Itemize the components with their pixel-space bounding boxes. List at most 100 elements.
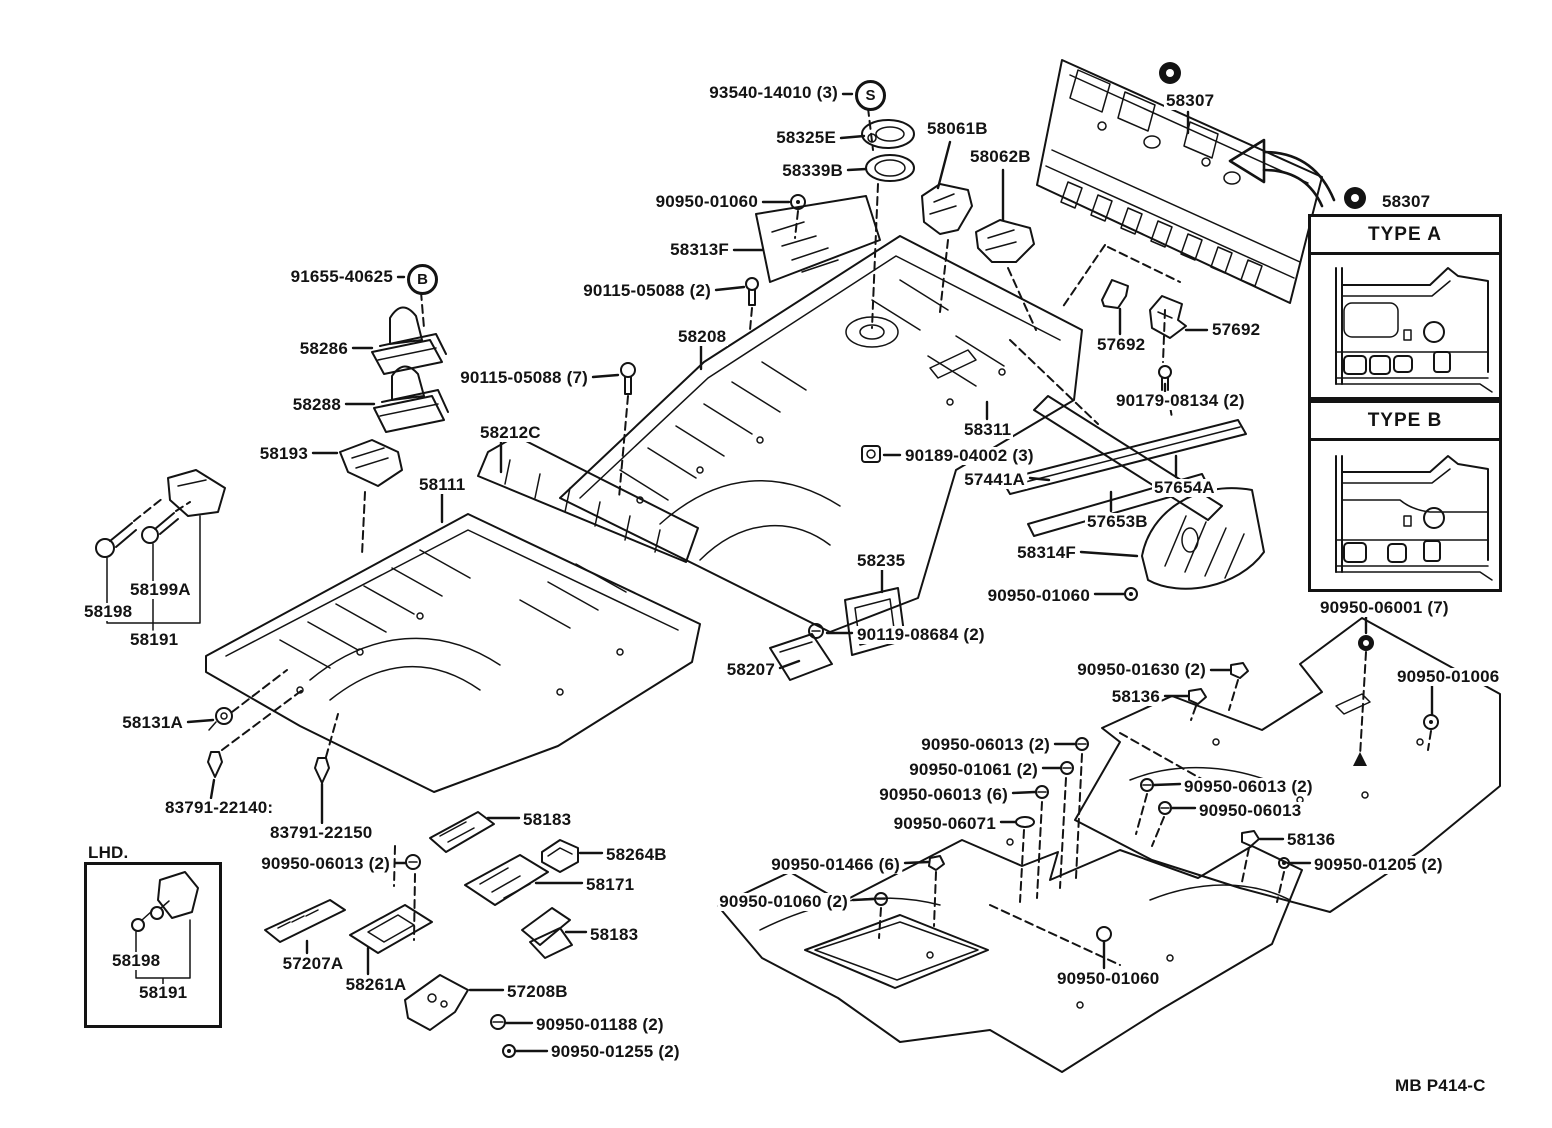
center-floor-pan-art: [559, 235, 1083, 633]
type-a-header: TYPE A: [1311, 217, 1499, 255]
part-label-58339b: 58339B: [780, 161, 845, 180]
part-label-lhd: LHD.: [86, 843, 131, 862]
part-label-57207a: 57207A: [280, 954, 346, 973]
b-symbol: B: [407, 264, 438, 295]
part-label-90950-01060: 90950-01060: [1055, 969, 1162, 988]
part-label-90950-01630-2: 90950-01630 (2): [1075, 660, 1208, 679]
part-label-90950-01060: 90950-01060: [985, 586, 1092, 605]
part-label-58307: 58307: [1164, 91, 1217, 110]
part-label-58207: 58207: [724, 660, 777, 679]
part-label-57653b: 57653B: [1085, 512, 1150, 531]
leader-line: [1152, 782, 1182, 787]
part-label-58264b: 58264B: [604, 845, 669, 864]
part-label-58183: 58183: [588, 925, 641, 944]
type-b-inset-art: [1335, 455, 1493, 581]
part-label-58288: 58288: [290, 395, 343, 414]
leader-line: [209, 778, 216, 800]
part-label-90950-06013-2: 90950-06013 (2): [259, 854, 392, 873]
part-label-90950-06071: 90950-06071: [891, 814, 998, 833]
part-label-58171: 58171: [584, 875, 637, 894]
type-b-header: TYPE B: [1311, 403, 1499, 441]
leader-line: [186, 718, 215, 724]
rear-panel-art: [1036, 59, 1366, 304]
part-label-90950-06013-6: 90950-06013 (6): [877, 785, 1010, 804]
part-label-90950-01255-2: 90950-01255 (2): [549, 1042, 682, 1061]
front-floor-pan-art: [205, 513, 701, 793]
part-label-58062b: 58062B: [968, 147, 1033, 166]
s-symbol: S: [855, 80, 886, 111]
part-label-58193: 58193: [257, 444, 310, 463]
part-label-58208: 58208: [676, 327, 729, 346]
part-label-57441a: 57441A: [962, 470, 1027, 489]
part-label-90950-06013-2: 90950-06013 (2): [1182, 777, 1315, 796]
type-b-inset-box: TYPE B: [1308, 400, 1502, 592]
leader-line: [591, 373, 620, 379]
part-label-90179-08134-2: 90179-08134 (2): [1114, 391, 1247, 410]
part-label-90950-06001-7: 90950-06001 (7): [1318, 598, 1451, 617]
part-label-58111: 58111: [417, 475, 468, 494]
part-label-58313f: 58313F: [668, 240, 731, 259]
leader-line: [714, 285, 746, 292]
part-label-83791-22140: 83791-22140:: [163, 798, 276, 817]
leader-line: [839, 134, 866, 140]
part-label-mb-p414-c: MB P414-C: [1393, 1076, 1488, 1095]
leader-line: [1011, 790, 1037, 795]
part-label-58191: 58191: [137, 983, 190, 1002]
part-label-57654a: 57654A: [1152, 478, 1217, 497]
rotate-arrow-icon: [1228, 138, 1336, 208]
part-label-58325e: 58325E: [774, 128, 838, 147]
part-label-58212c: 58212C: [478, 423, 543, 442]
part-label-58199a: 58199A: [128, 580, 193, 599]
part-label-91655-40625: 91655-40625: [288, 267, 395, 286]
part-label-58307: 58307: [1380, 192, 1433, 211]
part-label-57692: 57692: [1095, 335, 1148, 354]
part-label-58314f: 58314F: [1015, 543, 1078, 562]
part-label-57208b: 57208B: [505, 982, 570, 1001]
part-label-83791-22150: 83791-22150: [268, 823, 375, 842]
part-label-58183: 58183: [521, 810, 574, 829]
part-label-58136: 58136: [1285, 830, 1338, 849]
type-a-inset-box: TYPE A: [1308, 214, 1502, 400]
lhd-inset-box: [84, 862, 222, 1028]
part-label-90950-01060: 90950-01060: [653, 192, 760, 211]
part-label-90950-01060-2: 90950-01060 (2): [717, 892, 850, 911]
leader-line: [1028, 476, 1051, 482]
shift-boot-art: [95, 306, 449, 784]
leader-line: [903, 860, 930, 865]
leader-line: [1079, 550, 1139, 558]
assembly-dash-lines: [133, 107, 1432, 966]
part-label-58261a: 58261A: [343, 975, 409, 994]
part-label-90950-06013: 90950-06013: [1197, 801, 1304, 820]
part-label-90115-05088-2: 90115-05088 (2): [581, 281, 713, 300]
part-label-93540-14010-3: 93540-14010 (3): [707, 83, 840, 102]
part-label-58286: 58286: [297, 339, 350, 358]
part-label-58198: 58198: [82, 602, 135, 621]
part-label-90950-01061-2: 90950-01061 (2): [907, 760, 1040, 779]
rear-side-panel-art: [1141, 487, 1265, 590]
part-label-90119-08684-2: 90119-08684 (2): [855, 625, 987, 644]
leader-line: [936, 140, 952, 190]
part-label-90950-01205-2: 90950-01205 (2): [1312, 855, 1445, 874]
part-label-58191: 58191: [128, 630, 181, 649]
part-label-90950-06013-2: 90950-06013 (2): [919, 735, 1052, 754]
part-label-58131a: 58131A: [120, 713, 185, 732]
part-label-58061b: 58061B: [925, 119, 990, 138]
type-a-inset-art: [1335, 267, 1493, 393]
part-label-90115-05088-7: 90115-05088 (7): [458, 368, 590, 387]
part-label-58136: 58136: [1109, 687, 1162, 706]
part-label-90950-01466-6: 90950-01466 (6): [769, 855, 902, 874]
part-label-57692: 57692: [1210, 320, 1263, 339]
part-label-58235: 58235: [855, 551, 908, 570]
part-label-58198: 58198: [110, 951, 163, 970]
part-label-90950-01188-2: 90950-01188 (2): [534, 1015, 666, 1034]
part-label-58311: 58311: [962, 420, 1014, 439]
part-label-90950-01006: 90950-01006: [1395, 667, 1502, 686]
part-label-90189-04002-3: 90189-04002 (3): [903, 446, 1036, 465]
leader-line: [851, 897, 876, 902]
leader-lines: [186, 92, 1434, 1053]
leader-line: [846, 167, 868, 172]
leader-line: [778, 659, 801, 670]
